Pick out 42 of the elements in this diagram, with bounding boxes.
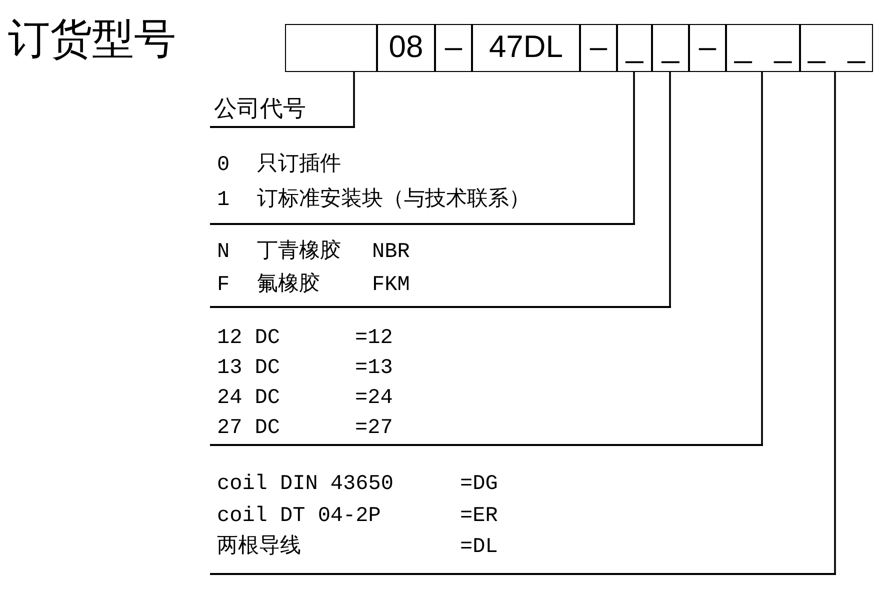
code-cell — [285, 24, 377, 72]
code-value: =13 — [355, 356, 394, 382]
code-value: =24 — [355, 386, 394, 412]
code-cell: 08 — [377, 24, 435, 72]
code-cell: _ _ — [726, 24, 800, 72]
option-text: 订标准安装块（与技术联系） — [257, 186, 531, 214]
material-code: NBR — [372, 240, 411, 266]
material-code: FKM — [372, 273, 411, 299]
code-value: =12 — [355, 326, 394, 352]
voltage-option: 24 DC — [217, 384, 355, 414]
leader-line — [834, 72, 836, 574]
code-cell: – — [435, 24, 472, 72]
option-text: 氟橡胶 — [257, 271, 321, 299]
connector-option: coil DIN 43650 — [217, 469, 460, 500]
code-value: =DL — [460, 535, 499, 561]
option-code: F — [217, 273, 231, 299]
code-cell: _ — [617, 24, 652, 72]
code-value: =DG — [460, 472, 499, 498]
option-text: 只订插件 — [257, 152, 342, 179]
code-cell: – — [580, 24, 617, 72]
title: 订货型号 — [8, 16, 176, 65]
underlined-option-group — [210, 236, 671, 308]
option-code: 1 — [217, 188, 231, 214]
connector-option: 两根导线 — [217, 532, 460, 564]
leader-line — [761, 72, 763, 445]
voltage-option: 13 DC — [217, 354, 355, 384]
code-value: =27 — [355, 416, 394, 442]
leader-line — [353, 72, 355, 127]
leader-line — [633, 72, 635, 224]
voltage-option: 12 DC — [217, 324, 355, 354]
connector-option: coil DT 04-2P — [217, 500, 460, 532]
option-code: N — [217, 240, 231, 266]
code-cell: – — [689, 24, 726, 72]
code-cell: _ _ — [800, 24, 873, 72]
leader-line — [669, 72, 671, 307]
code-cell: 47DL — [472, 24, 580, 72]
option-code: 0 — [217, 153, 231, 179]
code-caption: 公司代号 — [210, 92, 355, 128]
voltage-option: 27 DC — [217, 414, 355, 444]
option-text: 丁青橡胶 — [257, 238, 342, 266]
code-cell: _ — [652, 24, 689, 72]
code-value: =ER — [460, 504, 499, 530]
